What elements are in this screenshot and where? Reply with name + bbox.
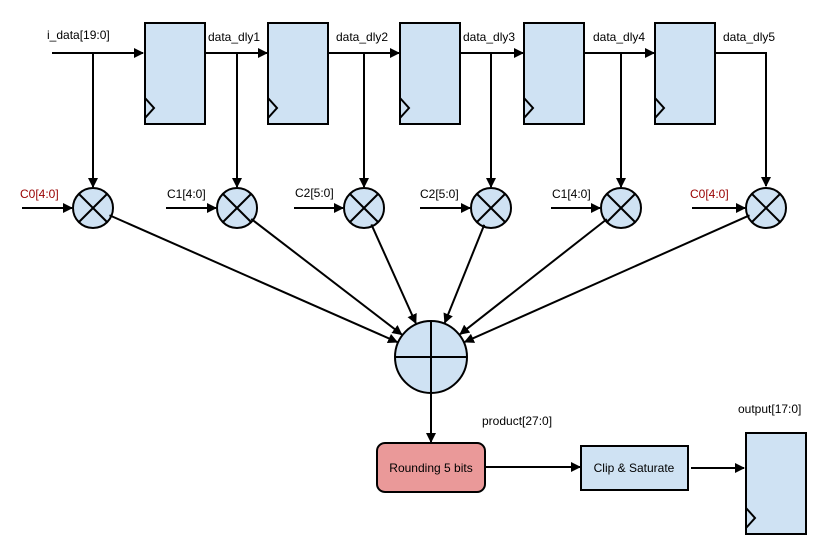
delay-register-4: [523, 22, 585, 125]
clip-saturate-block: [580, 445, 689, 491]
clip-label: Clip & Saturate: [594, 461, 675, 475]
sum-wire-2: [250, 218, 403, 336]
coef-label-4: C2[5:0]: [420, 187, 459, 201]
delay-label-5: data_dly5: [723, 30, 775, 44]
multiplier-4: [470, 187, 512, 229]
sum-wire-5: [459, 218, 608, 335]
delay-register-3: [399, 22, 461, 125]
delay-wire-5: [715, 52, 771, 187]
multiplier-5: [600, 187, 642, 229]
coef-label-2: C1[4:0]: [167, 187, 206, 201]
output-label: output[17:0]: [738, 402, 801, 416]
coef-label-6: C0[4:0]: [690, 187, 729, 201]
rounding-label: Rounding 5 bits: [389, 461, 472, 475]
coef-label-3: C2[5:0]: [295, 186, 334, 200]
delay-label-2: data_dly2: [336, 30, 388, 44]
multiplier-6: [745, 187, 787, 229]
delay-register-2: [267, 22, 329, 125]
delay-register-1: [144, 22, 206, 125]
input-label: i_data[19:0]: [47, 28, 110, 42]
sum-wire-1: [109, 214, 399, 344]
coef-label-1: C0[4:0]: [20, 187, 59, 201]
delay-label-4: data_dly4: [593, 30, 645, 44]
multiplier-1: [72, 187, 114, 229]
output-register: [745, 432, 807, 535]
delay-register-5: [654, 22, 716, 125]
sum-wire-4: [443, 224, 486, 324]
product-label: product[27:0]: [482, 414, 552, 428]
sum-wire-3: [370, 224, 417, 325]
delay-label-1: data_dly1: [208, 30, 260, 44]
adder: [394, 320, 468, 394]
coef-label-5: C1[4:0]: [552, 187, 591, 201]
multiplier-2: [216, 187, 258, 229]
multiplier-3: [343, 187, 385, 229]
delay-label-3: data_dly3: [463, 30, 515, 44]
sum-wire-6: [463, 214, 750, 343]
